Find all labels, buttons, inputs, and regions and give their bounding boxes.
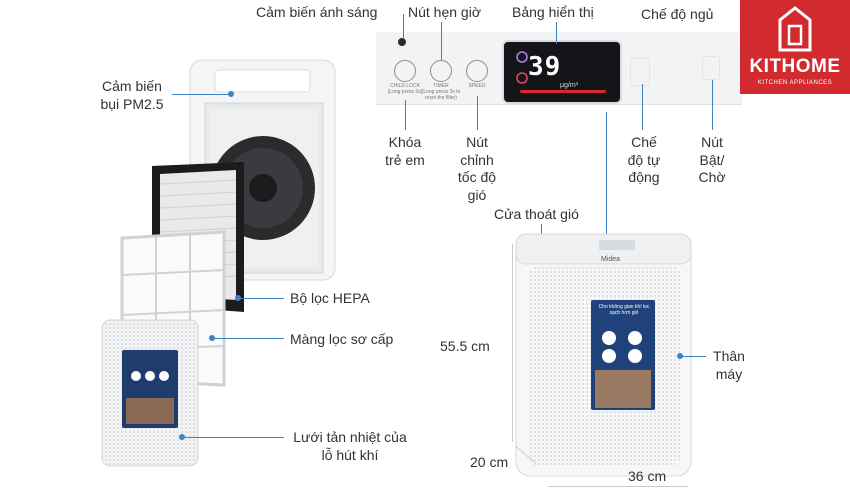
pm25-dot — [228, 91, 234, 97]
display-unit: μg/m³ — [560, 82, 579, 89]
width-line — [548, 486, 688, 487]
auto-mode-button[interactable] — [630, 58, 650, 86]
timer-sub: (Long press 3s to reset the filter) — [421, 89, 461, 101]
light-sensor-leader — [403, 14, 404, 38]
pm25-sensor-label: Cảm biến bụi PM2.5 — [100, 78, 164, 112]
light-sensor-icon — [398, 38, 406, 46]
speed-text: SPEED — [468, 83, 486, 89]
hepa-filter-label: Bộ lọc HEPA — [290, 290, 370, 306]
auto-mode-top-label: Chế độ ngủ — [641, 6, 714, 22]
body-label: Thân máy — [713, 348, 745, 382]
pre-filter-label: Màng lọc sơ cấp — [290, 331, 394, 347]
brand-name: KITHOME — [749, 56, 841, 77]
brand-tagline: KITCHEN APPLIANCES — [757, 80, 833, 86]
timer-button[interactable] — [430, 60, 452, 82]
hepa-dot — [235, 295, 241, 301]
fan-speed-label: Nút chỉnh tốc độ gió — [457, 134, 497, 203]
child-lock-leader — [405, 100, 406, 130]
body-dot — [677, 353, 683, 359]
child-lock-sub: (Long press 3s) — [387, 89, 423, 95]
timer-text: TIMER — [433, 83, 449, 89]
display-bar — [520, 90, 606, 93]
device-brand-mark: Midea — [601, 256, 621, 263]
body-leader — [680, 356, 706, 357]
air-outlet-label: Cửa thoát gió — [494, 206, 579, 222]
speed-button[interactable] — [466, 60, 488, 82]
light-sensor-label: Cảm biến ánh sáng — [256, 4, 378, 20]
heat-grid-label: Lưới tản nhiệt của lỗ hút khí — [293, 429, 407, 463]
purifier-unit-image — [515, 233, 692, 477]
outlet-panel-leader — [606, 112, 607, 236]
display-panel-label: Bảng hiển thị — [512, 4, 594, 20]
brand-logo: KITHOME KITCHEN APPLIANCES — [740, 0, 850, 94]
depth-label: 20 cm — [470, 454, 509, 470]
child-lock-text: CHILD LOCK — [389, 83, 420, 89]
grid-leader — [182, 437, 284, 438]
height-line — [512, 244, 513, 442]
front-grille-image — [101, 319, 199, 467]
power-button[interactable] — [702, 56, 720, 80]
width-label: 36 cm — [628, 468, 667, 484]
timer-leader — [441, 22, 442, 60]
prefilter-leader — [212, 338, 284, 339]
speed-leader — [477, 96, 478, 130]
house-icon — [778, 6, 812, 52]
grid-dot — [179, 434, 185, 440]
display-leader — [556, 22, 557, 44]
timer-button-label: Nút hẹn giờ — [408, 4, 482, 20]
child-lock-label: Khóa trẻ em — [385, 134, 425, 168]
height-label: 55.5 cm — [440, 338, 490, 354]
display-screen — [502, 40, 622, 104]
hepa-leader — [238, 298, 284, 299]
auto-mode-leader — [642, 84, 643, 130]
auto-mode-label: Chế độ tự động — [627, 134, 661, 185]
child-lock-button[interactable] — [394, 60, 416, 82]
power-label: Nút Bật/ Chờ — [698, 134, 726, 185]
display-mode-icons — [516, 51, 528, 84]
device-promo-title: Cho không gian khí lọc sạch hơn gió — [598, 304, 650, 316]
display-value: 39 — [528, 52, 562, 82]
pm25-leader — [172, 94, 230, 95]
prefilter-dot — [209, 335, 215, 341]
power-leader — [712, 80, 713, 130]
